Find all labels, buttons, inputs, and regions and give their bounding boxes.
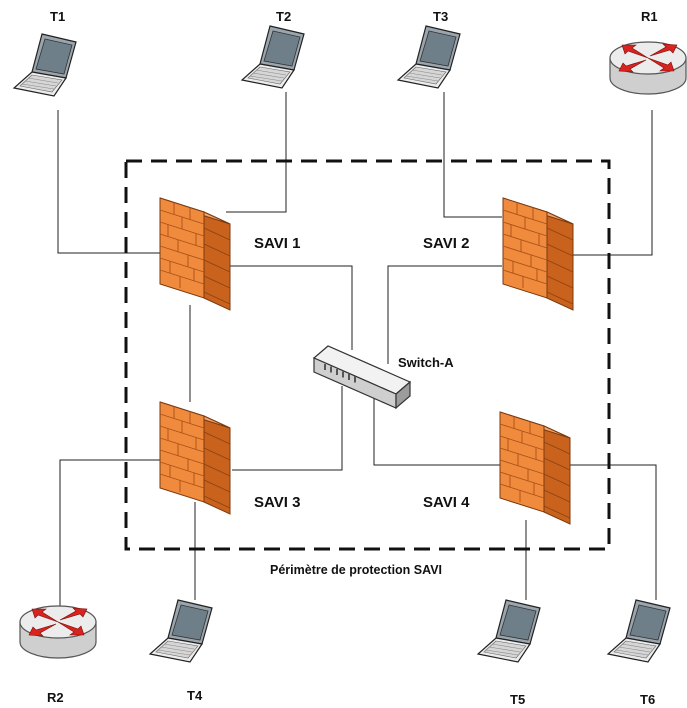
label-switch-a: Switch-A <box>398 355 454 370</box>
laptop-t4-icon <box>149 599 213 663</box>
savi-perimeter-box <box>124 159 611 551</box>
label-t6: T6 <box>640 692 655 707</box>
laptop-t6-icon <box>607 599 671 663</box>
laptop-t1-icon <box>13 33 77 97</box>
link-savi3-switch <box>232 386 343 471</box>
router-r1-icon <box>609 41 687 95</box>
firewall-savi4-icon <box>499 411 571 525</box>
firewall-savi1-icon <box>159 197 231 311</box>
laptop-t3-icon <box>397 25 461 89</box>
link-savi2-switch <box>387 265 502 364</box>
label-savi3: SAVI 3 <box>254 494 300 511</box>
link-savi1-switch <box>228 265 353 350</box>
link-t1-savi1 <box>57 110 162 254</box>
switch-icon <box>313 345 411 409</box>
firewall-savi2-icon <box>502 197 574 311</box>
label-t2: T2 <box>276 9 291 24</box>
link-t3-savi2 <box>443 92 502 218</box>
label-r1: R1 <box>641 9 658 24</box>
label-t3: T3 <box>433 9 448 24</box>
link-r2-savi3 <box>59 459 160 612</box>
label-t1: T1 <box>50 9 65 24</box>
router-r2-icon <box>19 605 97 659</box>
connection-lines <box>57 92 657 612</box>
link-r1-savi2 <box>572 110 653 256</box>
label-savi4: SAVI 4 <box>423 494 470 511</box>
link-switch-savi4 <box>373 398 500 466</box>
link-t6-savi4 <box>570 464 657 600</box>
laptop-t2-icon <box>241 25 305 89</box>
label-t4: T4 <box>187 688 203 703</box>
label-r2: R2 <box>47 690 64 705</box>
label-savi1: SAVI 1 <box>254 235 300 252</box>
label-savi2: SAVI 2 <box>423 235 469 252</box>
link-t2-savi1 <box>226 92 287 213</box>
laptop-t5-icon <box>477 599 541 663</box>
firewall-savi3-icon <box>159 401 231 515</box>
label-t5: T5 <box>510 692 525 707</box>
label-perimeter: Périmètre de protection SAVI <box>270 563 442 577</box>
